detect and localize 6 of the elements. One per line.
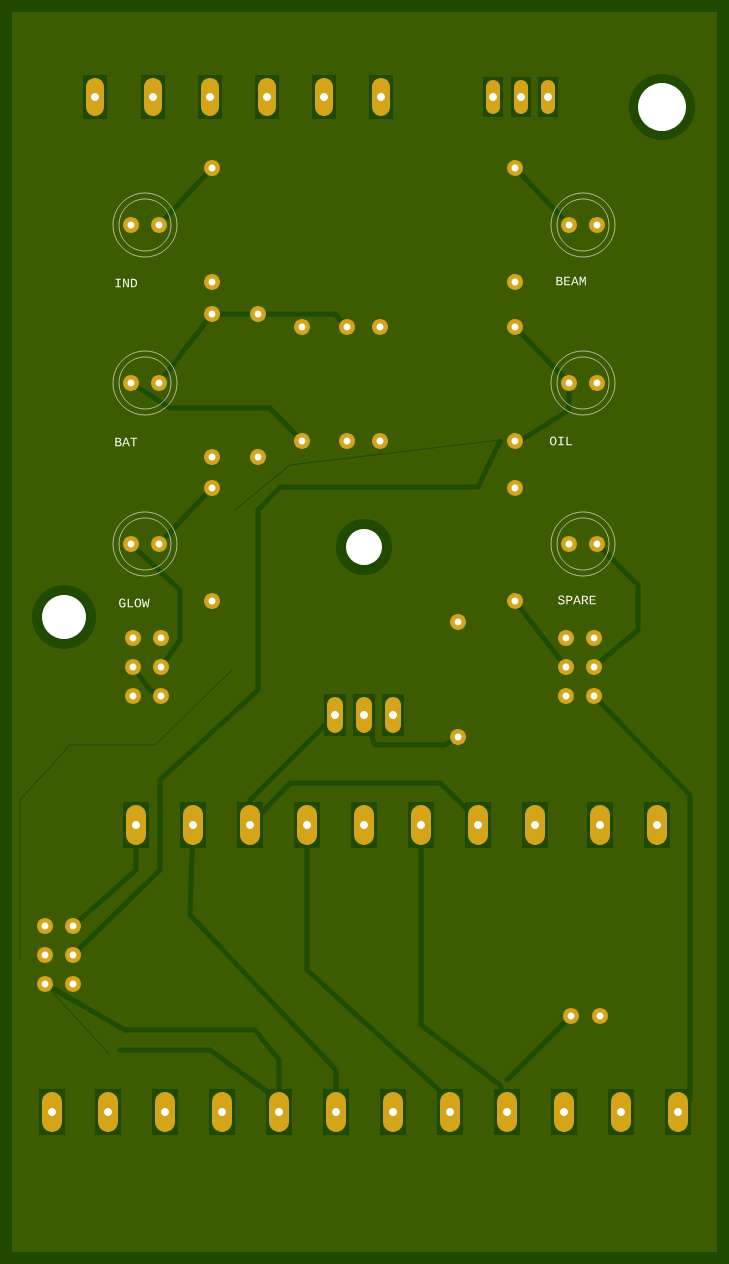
silkscreen-label: IND [115,278,138,288]
silkscreen-label: BAT [115,437,138,447]
silkscreen-label: GLOW [119,598,150,608]
silkscreen-label: SPARE [558,595,596,605]
silkscreen-label: BEAM [556,276,586,286]
silkscreen-label: OIL [549,436,572,446]
